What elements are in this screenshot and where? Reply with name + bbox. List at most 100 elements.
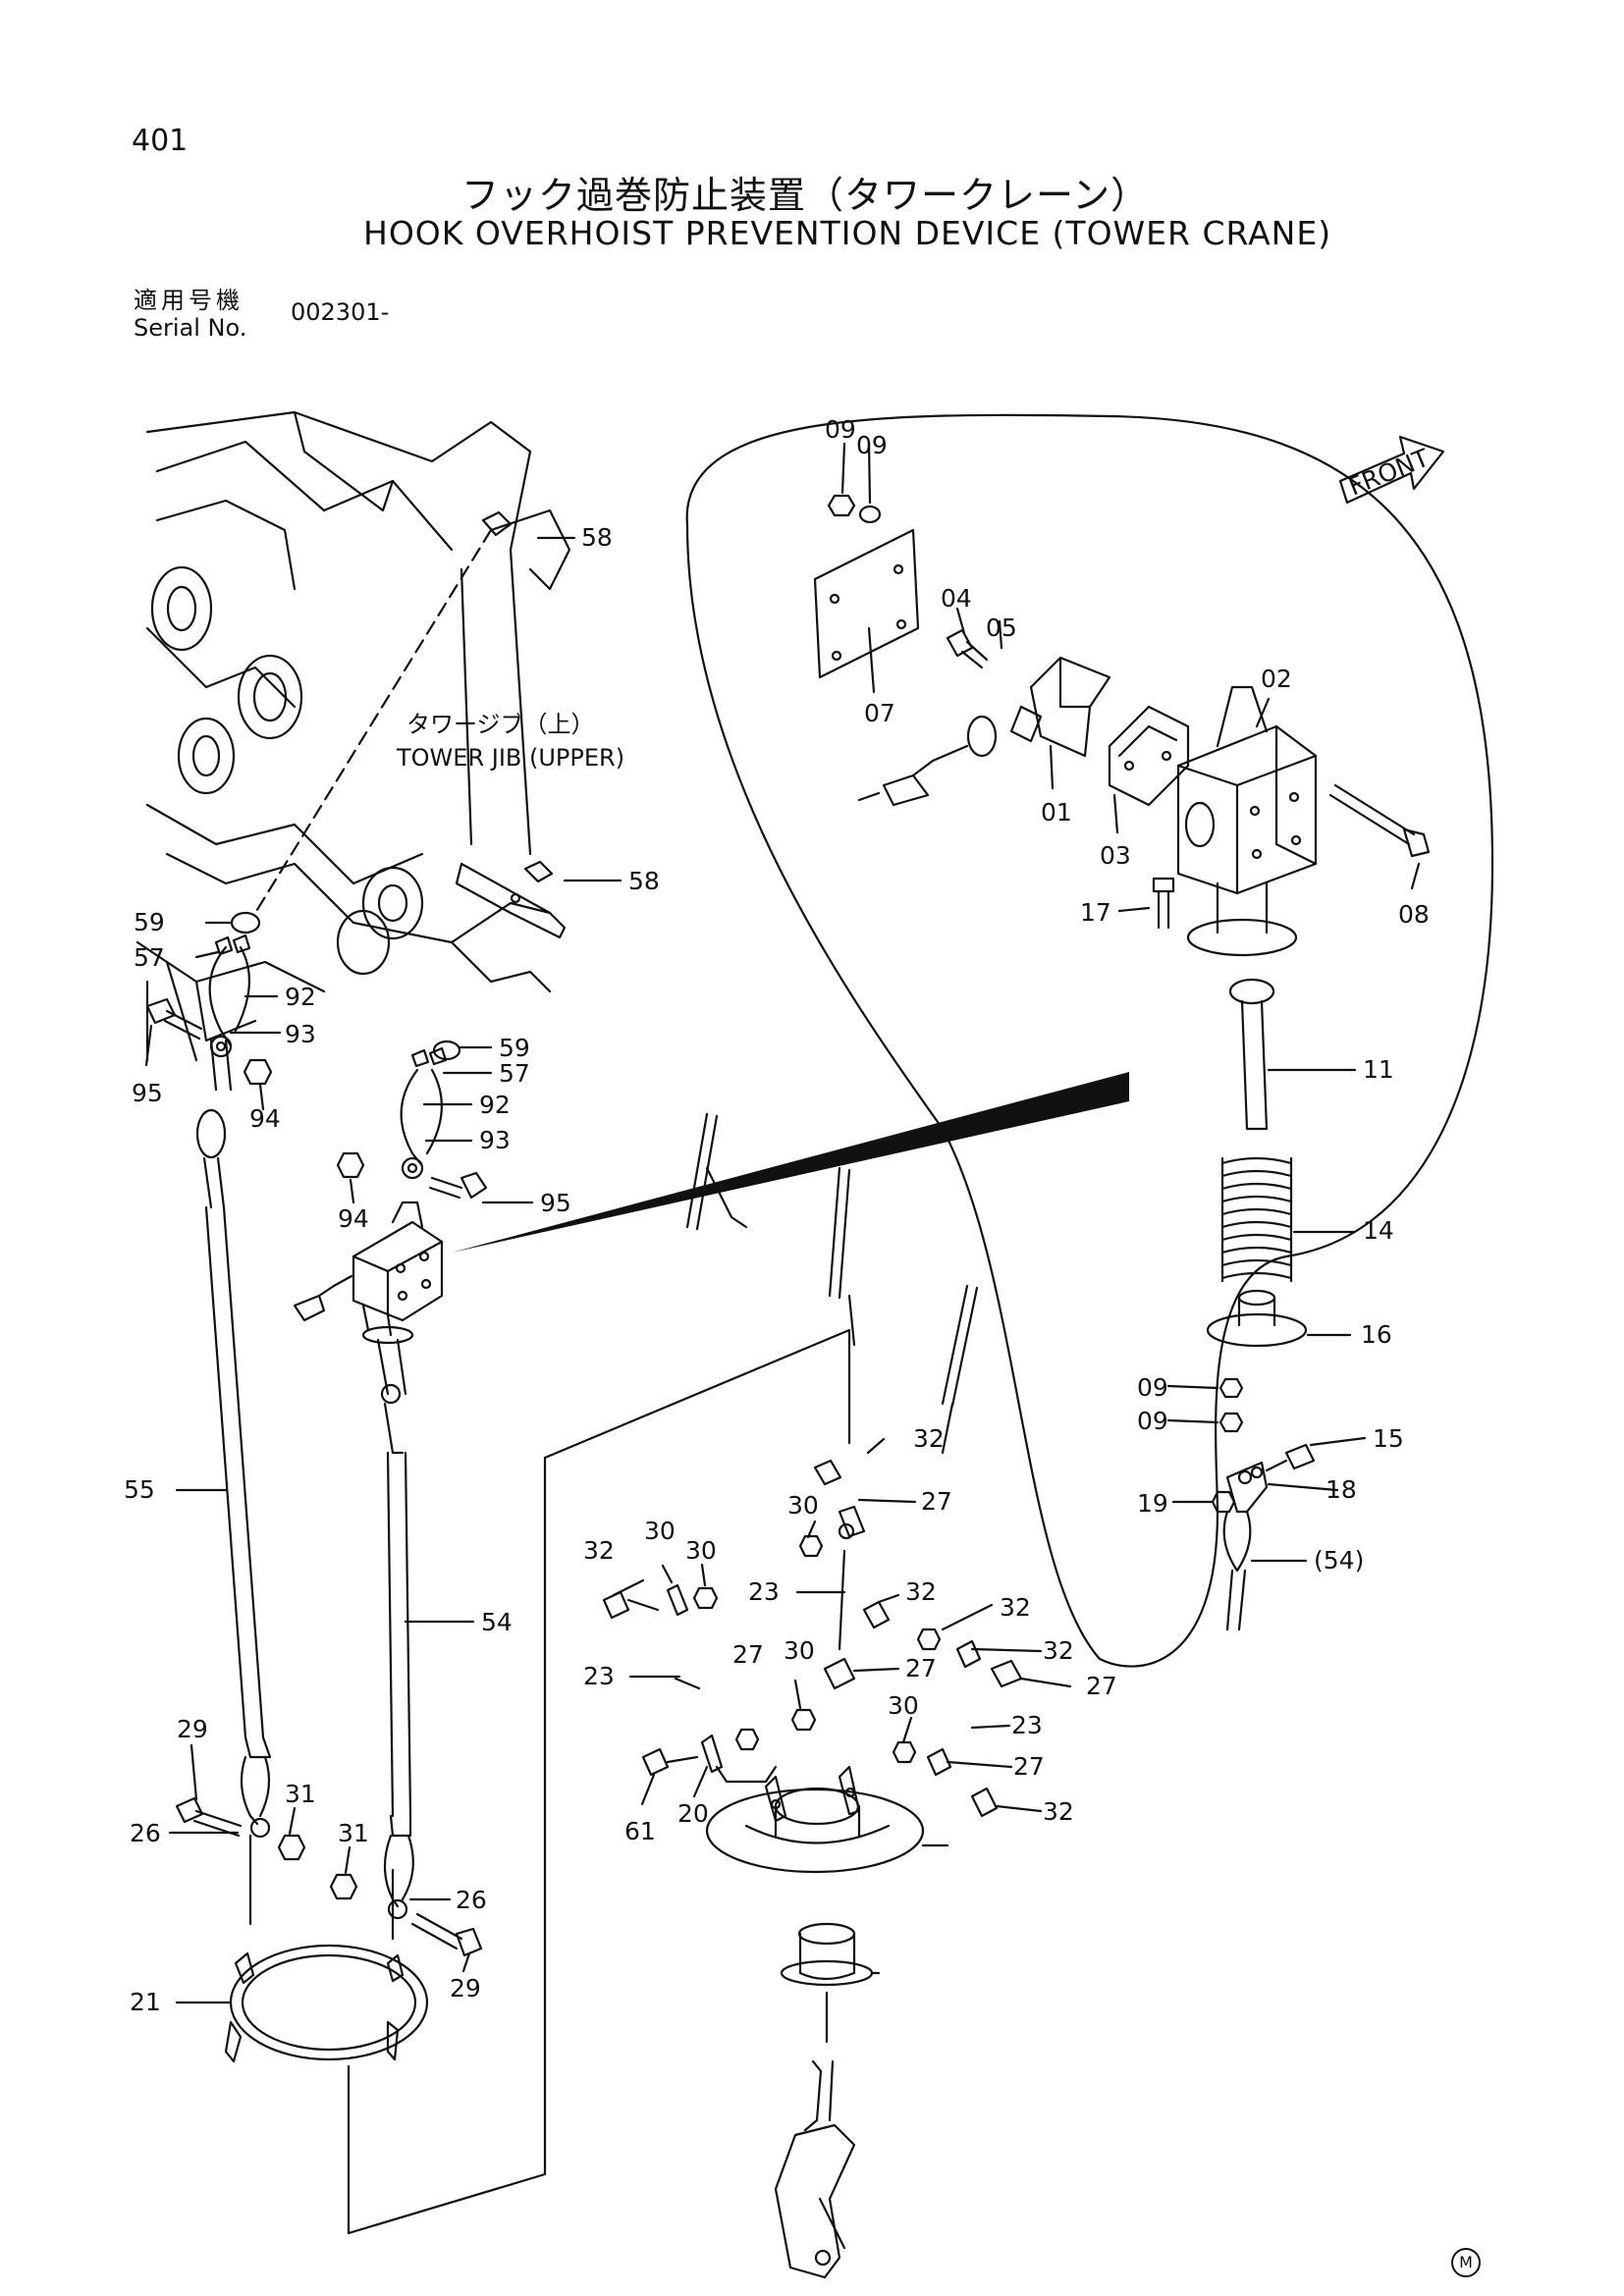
fasteners-27-30-32 <box>602 1459 1023 1818</box>
detail-nut-19 <box>1211 1490 1236 1514</box>
callout: 58 <box>628 867 660 895</box>
callout: 55 <box>124 1475 155 1504</box>
callout: 05 <box>986 614 1017 642</box>
detail-cover-03 <box>1108 705 1190 807</box>
callout: 17 <box>1080 898 1111 927</box>
callout: 07 <box>864 699 895 727</box>
callout: 21 <box>130 1988 161 2016</box>
callout: 02 <box>1261 665 1292 693</box>
callout: 26 <box>456 1886 487 1914</box>
callout: 32 <box>1000 1593 1031 1622</box>
callout: 08 <box>1398 900 1430 929</box>
detail-spring-14 <box>1220 1156 1293 1283</box>
detail-nuts-09 <box>827 494 882 524</box>
detail-clevis-18 <box>1222 1461 1269 1631</box>
callout: (54) <box>1314 1546 1364 1575</box>
title-english: HOOK OVERHOIST PREVENTION DEVICE (TOWER … <box>363 214 1332 252</box>
callout: 01 <box>1041 798 1072 827</box>
diagram-labels: FRONT タワージブ（上） TOWER JIB (UPPER) 09 09 0… <box>124 415 1434 2016</box>
callout: 95 <box>132 1079 163 1107</box>
callout: 93 <box>285 1020 316 1048</box>
callout: 26 <box>130 1819 161 1847</box>
serial-label-japanese: 適用号機 <box>134 287 244 314</box>
leader-lines <box>144 442 1421 2004</box>
callout: 03 <box>1100 841 1131 870</box>
callout: 29 <box>450 1974 481 2002</box>
callout: 30 <box>685 1536 717 1565</box>
callout: 27 <box>1013 1752 1045 1781</box>
detail-pin-11 <box>1228 978 1275 1131</box>
links-23 <box>685 1112 979 1455</box>
front-label: FRONT <box>1344 443 1434 501</box>
rod-55 <box>195 1108 272 1759</box>
tower-jib-structure <box>135 410 571 1062</box>
callout: 30 <box>784 1636 815 1665</box>
callout: 23 <box>748 1577 780 1606</box>
title-japanese: フック過巻防止装置（タワークレーン） <box>461 174 1150 217</box>
detail-plate-07 <box>813 528 920 679</box>
callout: 31 <box>338 1819 369 1847</box>
callout: 09 <box>1137 1373 1168 1402</box>
callout: 92 <box>479 1091 511 1119</box>
callout: 29 <box>177 1715 208 1743</box>
callout: 09 <box>825 415 856 444</box>
detail-bolt-04 <box>946 628 989 669</box>
rod-55-lower-shackle <box>175 1755 306 1861</box>
callout: 09 <box>1137 1407 1168 1435</box>
detail-bolt-15 <box>1265 1443 1316 1472</box>
callout: 58 <box>581 523 613 552</box>
callout: 95 <box>540 1189 571 1217</box>
front-arrow <box>1338 435 1445 505</box>
callout: 23 <box>1011 1711 1043 1739</box>
bushing-61 <box>780 1922 874 2044</box>
callout: 09 <box>856 431 888 459</box>
callout: 30 <box>644 1517 676 1545</box>
callout: 14 <box>1363 1216 1394 1245</box>
callout: 32 <box>1043 1797 1074 1826</box>
callout: 23 <box>583 1662 615 1690</box>
callout: 20 <box>677 1799 709 1828</box>
callout: 18 <box>1326 1475 1357 1504</box>
callout: 59 <box>134 908 165 936</box>
callout: 59 <box>499 1034 530 1062</box>
callout: 32 <box>905 1577 937 1606</box>
hook-block <box>774 2059 856 2279</box>
callout: 16 <box>1361 1320 1392 1349</box>
detail-switch-01 <box>857 656 1111 807</box>
callout: 32 <box>1043 1636 1074 1665</box>
callout: 61 <box>624 1817 656 1845</box>
callout: 11 <box>1363 1055 1394 1084</box>
cap-58-upper <box>481 510 513 537</box>
detail-nuts-09-lower <box>1218 1377 1244 1433</box>
callout: 93 <box>479 1126 511 1154</box>
serial-label-english: Serial No. <box>134 314 247 342</box>
callout: 27 <box>732 1640 764 1669</box>
serial-number-value: 002301- <box>291 298 390 326</box>
plate-20 <box>705 1765 925 1874</box>
callout: 30 <box>888 1691 919 1720</box>
bracket-58-lower <box>455 860 567 939</box>
callout: 54 <box>481 1608 513 1636</box>
dashed-guide-left <box>253 528 493 915</box>
manufacturer-mark: M <box>1451 2248 1481 2277</box>
callout: 94 <box>338 1204 369 1233</box>
rod-54 <box>376 1338 412 1838</box>
callout: 32 <box>913 1424 945 1453</box>
bracket-lines-left <box>248 1328 851 2235</box>
tower-jib-label-en: TOWER JIB (UPPER) <box>396 744 624 772</box>
callout: 92 <box>285 983 316 1011</box>
callout: 94 <box>249 1104 281 1133</box>
middle-shackle-assembly <box>336 1040 488 1200</box>
callout: 32 <box>583 1536 615 1565</box>
detail-pointer <box>452 1072 1129 1253</box>
page-number: 401 <box>132 124 189 158</box>
callout: 57 <box>499 1059 530 1088</box>
left-shackle-assembly <box>145 911 273 1092</box>
callout: 57 <box>134 943 165 972</box>
middle-switch-body <box>293 1201 444 1345</box>
callout: 04 <box>941 584 972 613</box>
detail-seat-16 <box>1206 1289 1308 1348</box>
ring-21 <box>224 1944 429 2063</box>
callout: 27 <box>921 1487 952 1516</box>
